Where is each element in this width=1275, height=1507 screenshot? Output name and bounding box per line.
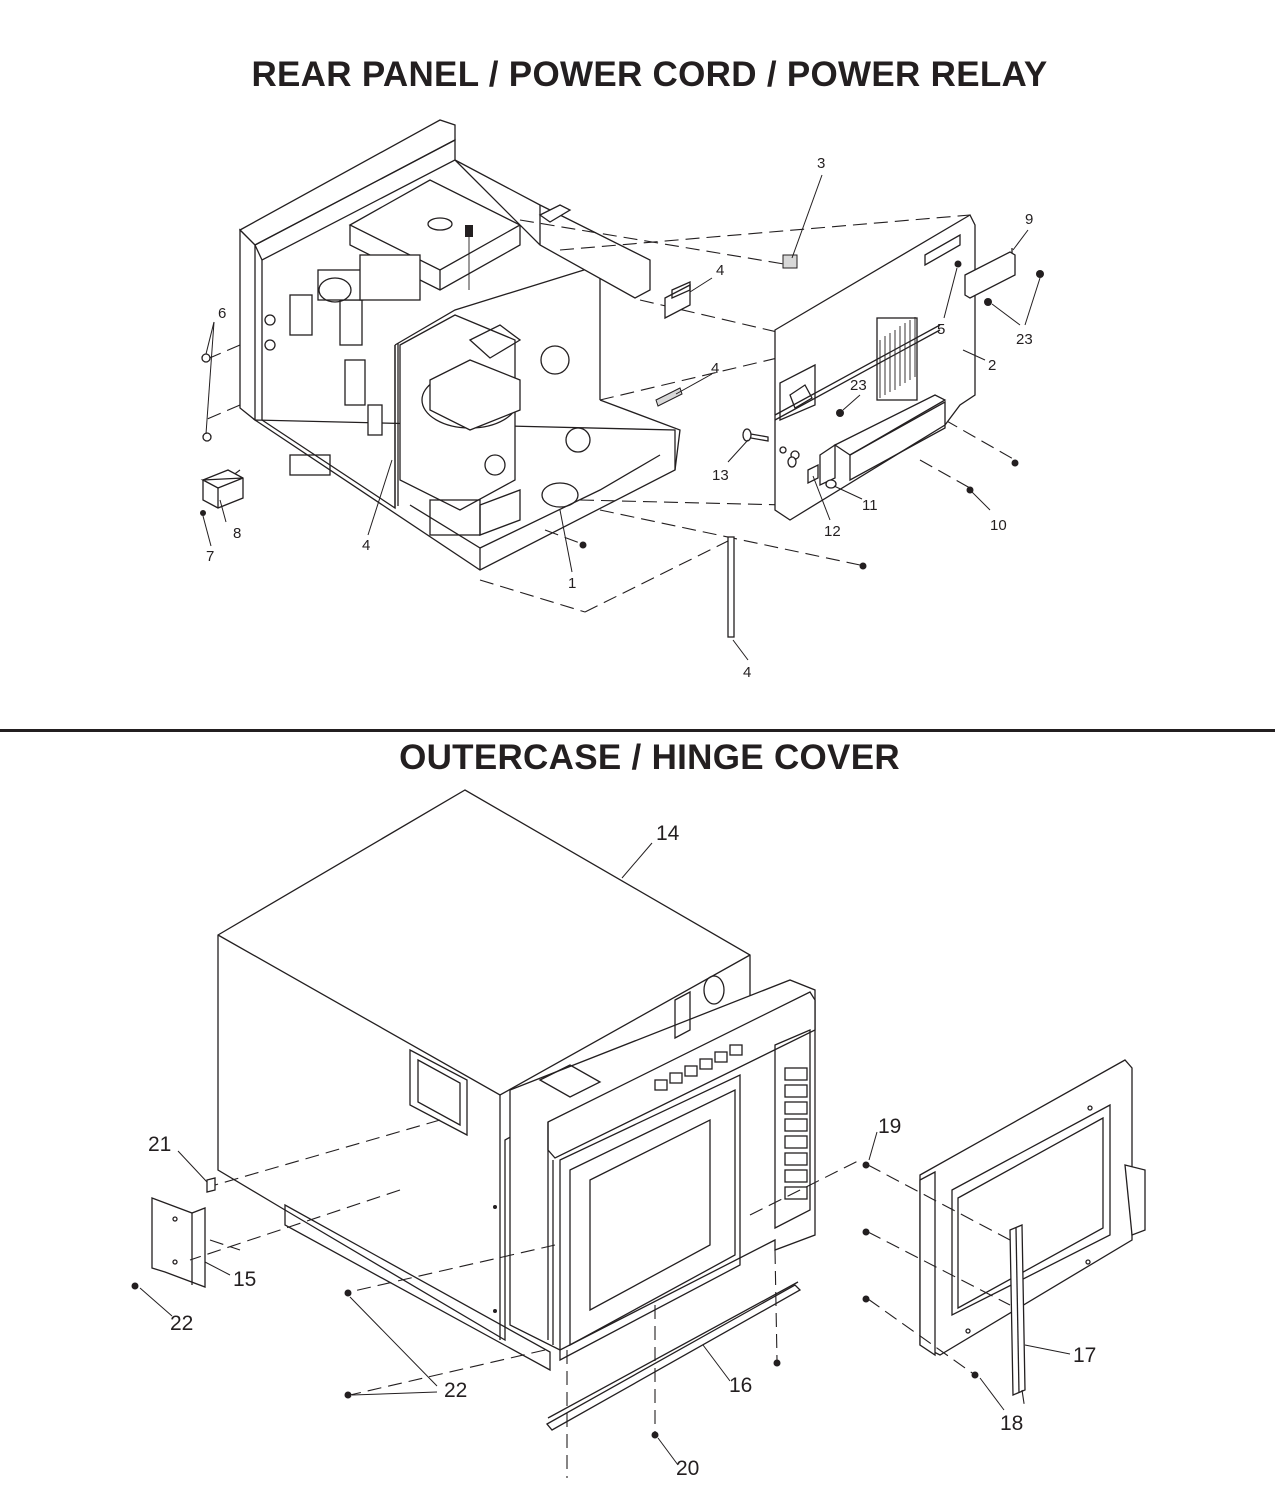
callout-14: 14 [656, 822, 680, 845]
leader-lines-top [202, 174, 1041, 661]
callout-17: 17 [1073, 1344, 1096, 1367]
part-12-clip [807, 463, 819, 485]
part-3-shape [782, 254, 798, 269]
small-parts-bottom [131, 1161, 979, 1439]
callout-21: 21 [148, 1133, 171, 1156]
callout-9: 9 [1025, 211, 1033, 228]
callout-22: 22 [444, 1379, 467, 1402]
part-21-clip [206, 1177, 216, 1193]
explosion-lines-bottom [189, 1119, 1026, 1478]
callout-2: 2 [988, 357, 996, 374]
hinge-cover-door [919, 1059, 1146, 1396]
part-6-fastener [201, 353, 211, 363]
callouts-top: 3 4 4 4 4 6 8 7 1 9 5 23 2 23 13 11 12 1… [206, 155, 1033, 681]
callouts-bottom: 14 21 15 22 22 16 20 19 17 18 [148, 822, 1096, 1480]
callout-12: 12 [824, 523, 841, 540]
part-4-rail [727, 536, 735, 638]
callout-22: 22 [170, 1312, 193, 1335]
callout-15: 15 [233, 1268, 256, 1291]
small-parts-top [200, 248, 1044, 638]
section-divider [0, 729, 1275, 732]
callout-5: 5 [937, 321, 945, 338]
callout-4: 4 [716, 262, 724, 279]
part-4-strip [655, 387, 683, 407]
part-4-pad [664, 283, 691, 320]
title-outercase: OUTERCASE / HINGE COVER [399, 738, 900, 777]
callout-19: 19 [878, 1115, 901, 1138]
callout-16: 16 [729, 1374, 752, 1397]
callout-10: 10 [990, 517, 1007, 534]
callout-18: 18 [1000, 1412, 1023, 1435]
rear-panel-vents [876, 317, 918, 401]
callout-4: 4 [711, 360, 719, 377]
callout-11: 11 [862, 497, 878, 514]
callout-1: 1 [568, 575, 576, 592]
oven-chassis-rear-view [238, 119, 681, 571]
callout-13: 13 [712, 467, 729, 484]
outercase-cabinet [217, 789, 816, 1372]
callout-8: 8 [233, 525, 241, 542]
part-9-bracket [964, 251, 1016, 299]
rear-panel-part [774, 214, 976, 521]
leader-lines-bottom [139, 842, 1071, 1466]
callout-6: 6 [218, 305, 226, 322]
callout-7: 7 [206, 548, 214, 565]
part-15-plate [151, 1197, 206, 1288]
control-panel-keys [654, 1044, 808, 1200]
callout-3: 3 [817, 155, 825, 172]
callout-4: 4 [743, 664, 751, 681]
callout-20: 20 [676, 1457, 699, 1480]
callout-4: 4 [362, 537, 370, 554]
callout-23: 23 [1016, 331, 1033, 348]
part-8-power-relay [202, 469, 244, 509]
title-rear-panel: REAR PANEL / POWER CORD / POWER RELAY [251, 55, 1048, 94]
callout-23: 23 [850, 377, 867, 394]
part-16-strip [546, 1284, 802, 1431]
